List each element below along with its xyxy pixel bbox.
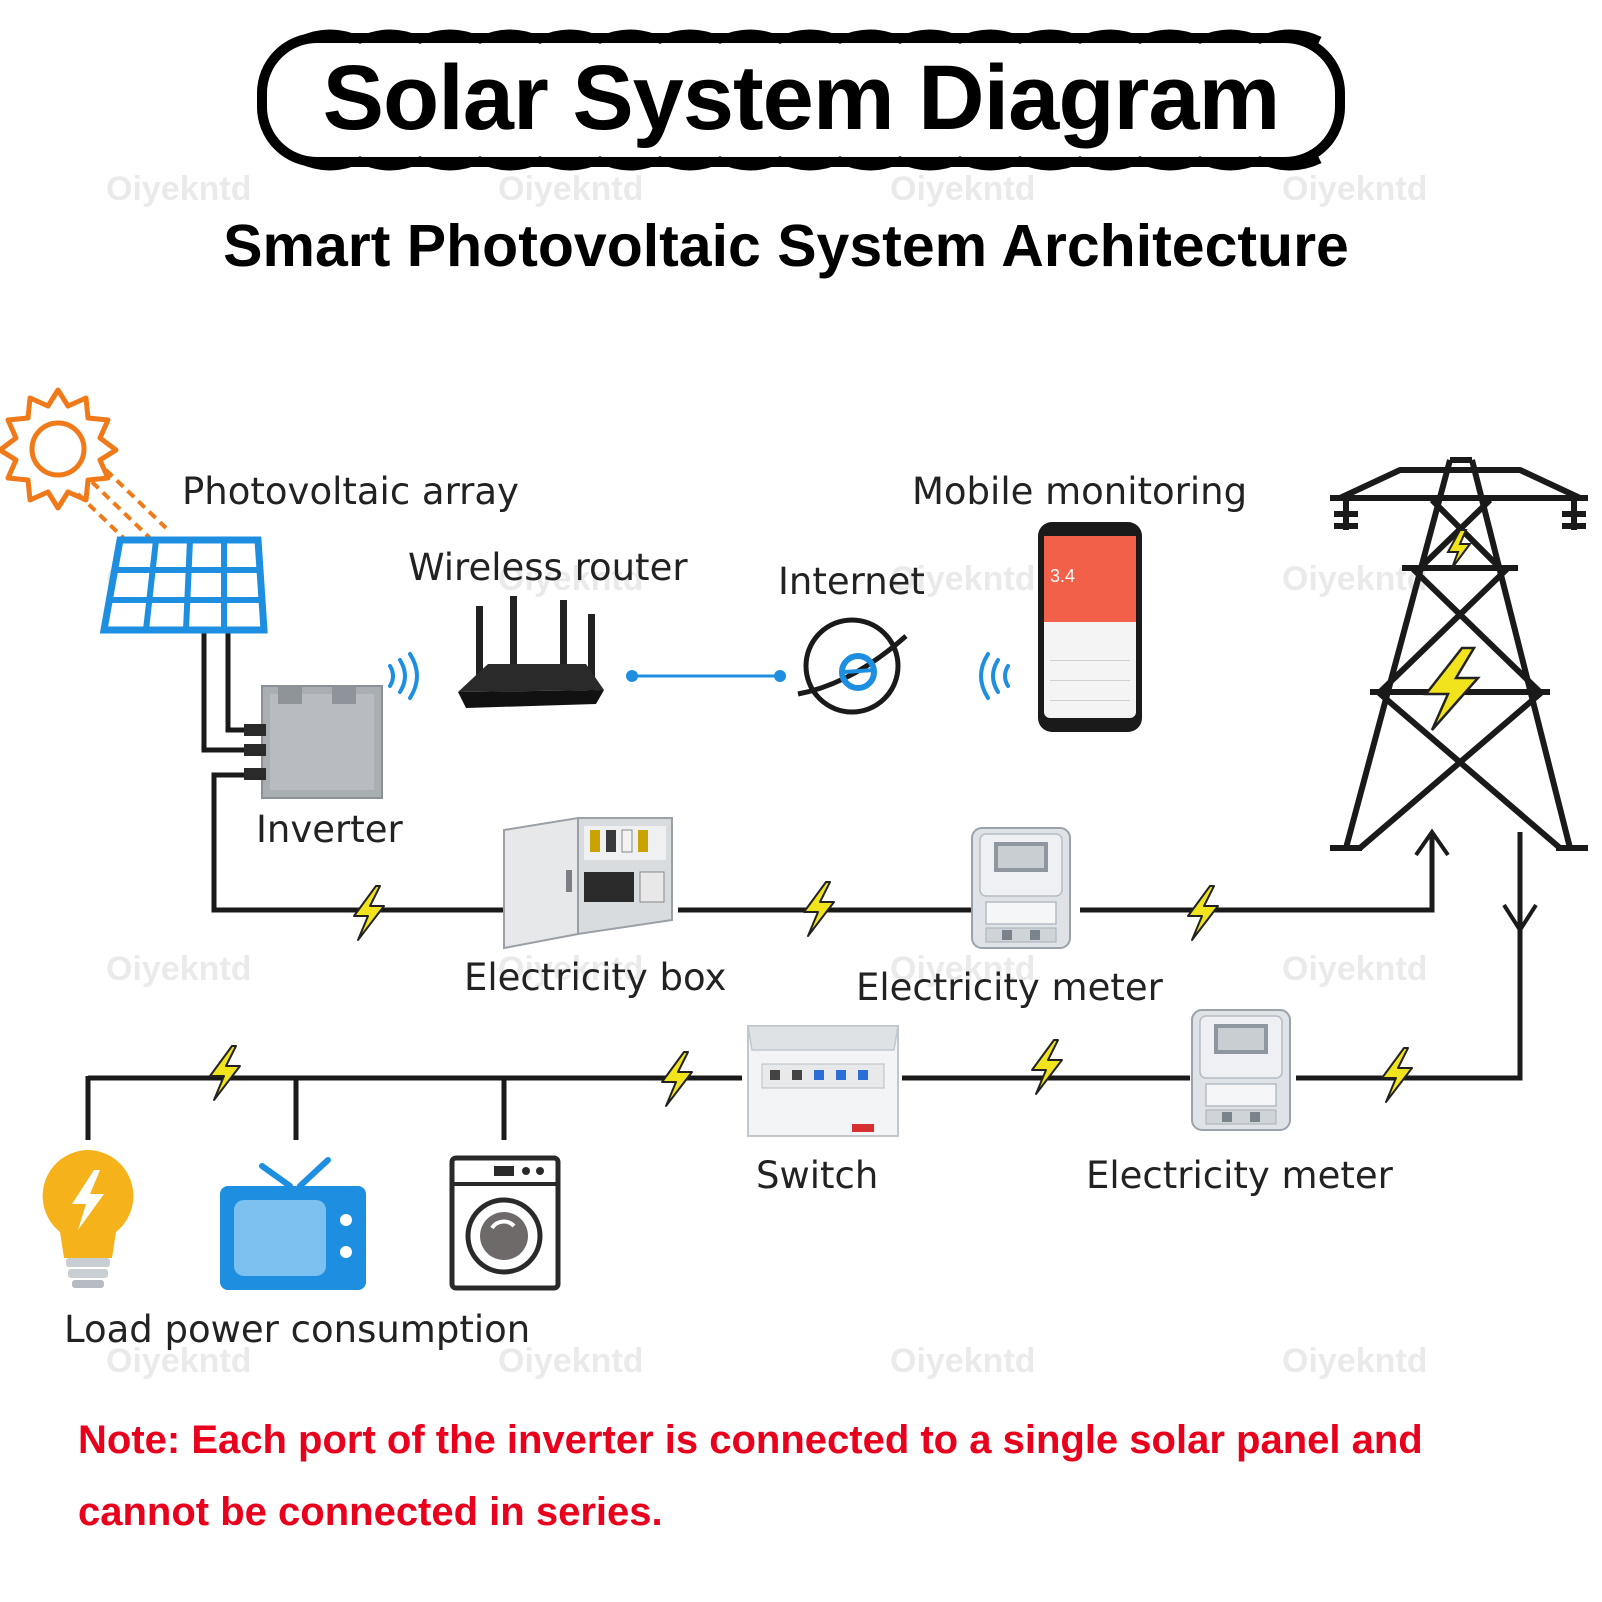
lightning-icon	[1187, 885, 1219, 941]
label-pv-array: Photovoltaic array	[182, 470, 519, 513]
label-wireless-router: Wireless router	[408, 546, 688, 589]
watermark: Oiyekntd	[890, 1342, 1036, 1380]
power-tower-icon	[1330, 457, 1588, 851]
arrow-up-icon	[1414, 828, 1450, 857]
label-internet: Internet	[778, 560, 925, 603]
label-load-power: Load power consumption	[64, 1308, 531, 1351]
electricity-box-icon	[503, 816, 673, 950]
lightning-icon	[353, 885, 385, 941]
label-mobile-monitoring: Mobile monitoring	[912, 470, 1248, 513]
note-line-2: cannot be connected in series.	[78, 1490, 663, 1534]
watermark: Oiyekntd	[890, 950, 1036, 988]
smartphone-icon	[1038, 522, 1142, 732]
watermark: Oiyekntd	[106, 170, 252, 208]
lightning-icon	[1031, 1039, 1063, 1095]
electricity-meter-icon	[971, 827, 1071, 949]
sun-icon	[0, 387, 119, 511]
watermark: Oiyekntd	[1282, 170, 1428, 208]
watermark: Oiyekntd	[106, 950, 252, 988]
note-line-1: Note: Each port of the inverter is conne…	[78, 1418, 1423, 1462]
label-electricity-box: Electricity box	[464, 956, 727, 999]
wifi-signal-icon	[979, 652, 1010, 700]
watermark: Oiyekntd	[498, 1342, 644, 1380]
page-title: Solar System Diagram	[322, 47, 1281, 149]
watermark: Oiyekntd	[1282, 950, 1428, 988]
watermark: Oiyekntd	[890, 560, 1036, 598]
internet-link	[626, 670, 786, 682]
solar-panel-icon	[99, 536, 268, 634]
lightning-icon	[1423, 646, 1481, 731]
lightning-icon	[1381, 1047, 1413, 1103]
watermark: Oiyekntd	[106, 1342, 252, 1380]
label-switch: Switch	[756, 1154, 879, 1197]
globe-icon	[797, 617, 908, 715]
lightning-icon	[803, 881, 835, 937]
electricity-meter-icon	[1191, 1009, 1291, 1131]
label-inverter: Inverter	[256, 808, 403, 851]
watermark: Oiyekntd	[498, 950, 644, 988]
router-icon	[458, 596, 604, 708]
washing-machine-icon	[449, 1155, 561, 1291]
title-cloud	[257, 29, 1345, 171]
page-subtitle: Smart Photovoltaic System Architecture	[223, 213, 1349, 279]
watermark: Oiyekntd	[890, 170, 1036, 208]
lightning-icon	[661, 1051, 693, 1107]
wifi-signal-icon	[388, 652, 419, 700]
lightning-icon	[209, 1045, 241, 1101]
arrow-down-icon	[1502, 903, 1538, 934]
inverter-icon	[244, 685, 383, 799]
watermark: Oiyekntd	[498, 560, 644, 598]
label-electricity-meter: Electricity meter	[856, 966, 1163, 1009]
watermark: Oiyekntd	[498, 170, 644, 208]
phone-reading: 3.4	[1050, 566, 1076, 586]
switch-panel-icon	[747, 1025, 899, 1137]
label-electricity-meter: Electricity meter	[1086, 1154, 1393, 1197]
lightning-icon	[1446, 529, 1472, 569]
light-bulb-icon	[42, 1150, 134, 1288]
watermark: Oiyekntd	[1282, 1342, 1428, 1380]
title-banner: Solar System Diagram	[262, 34, 1340, 162]
tv-icon	[220, 1157, 366, 1290]
